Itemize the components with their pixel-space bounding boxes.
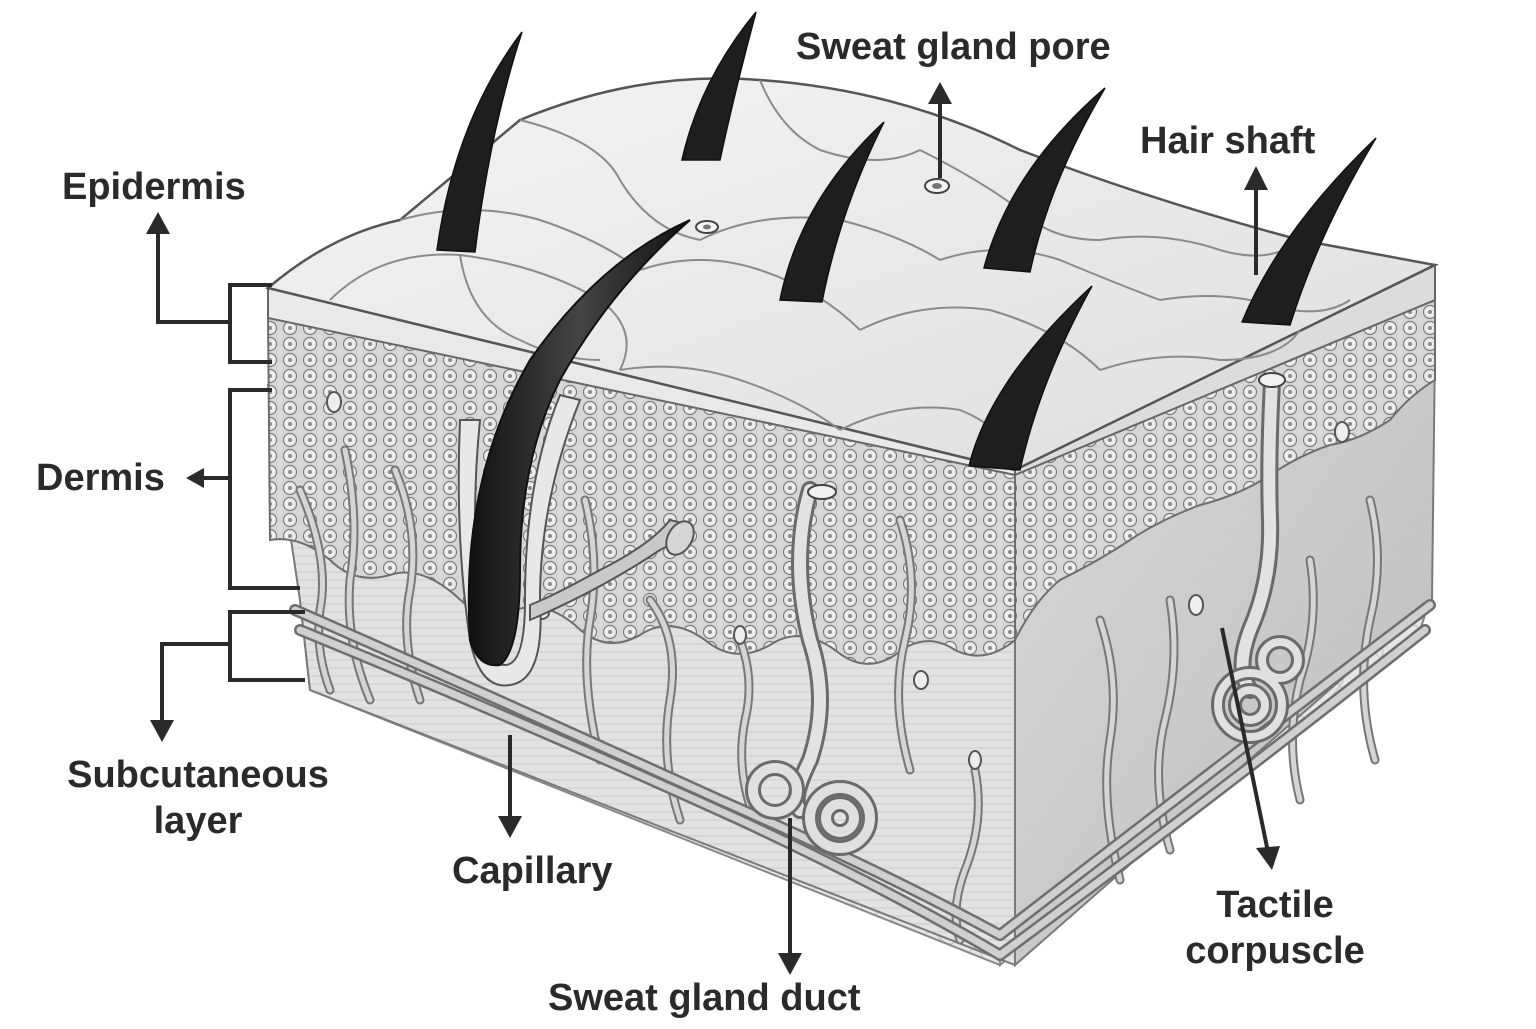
label-dermis: Dermis (36, 457, 165, 499)
hair-shafts (436, 11, 1377, 471)
label-capillary: Capillary (452, 850, 613, 892)
label-tactile-corpuscle: Tactile corpuscle (1160, 882, 1390, 974)
label-hair-shaft: Hair shaft (1140, 120, 1316, 162)
epidermis-leader (156, 232, 230, 324)
label-subcutaneous-layer: Subcutaneous layer (48, 752, 348, 844)
label-tactile-line1: Tactile (1216, 884, 1334, 926)
subcutaneous-leader (160, 642, 230, 722)
sweat-gland (745, 481, 878, 856)
arrowheads (146, 82, 1280, 975)
hair-follicle (457, 219, 695, 687)
tactile-corpuscle-leader (1220, 627, 1270, 853)
label-subcutaneous-line2: layer (153, 800, 243, 842)
label-sweat-gland-duct: Sweat gland duct (548, 977, 861, 1019)
dermis-bracket (228, 388, 300, 590)
label-subcutaneous-line1: Subcutaneous (67, 754, 329, 796)
surface-pores (695, 178, 950, 234)
label-tactile-line2: corpuscle (1185, 930, 1365, 972)
tissue-block (265, 11, 1439, 968)
leader-lines (156, 100, 1270, 955)
basal-cell-layer-side (1014, 298, 1436, 641)
epidermis-bracket (228, 283, 272, 364)
label-epidermis: Epidermis (62, 166, 246, 208)
skin-surface (265, 77, 1439, 472)
subcutaneous-bracket (228, 610, 305, 682)
sweat-gland-side (1211, 372, 1305, 744)
label-sweat-gland-pore: Sweat gland pore (796, 26, 1111, 68)
